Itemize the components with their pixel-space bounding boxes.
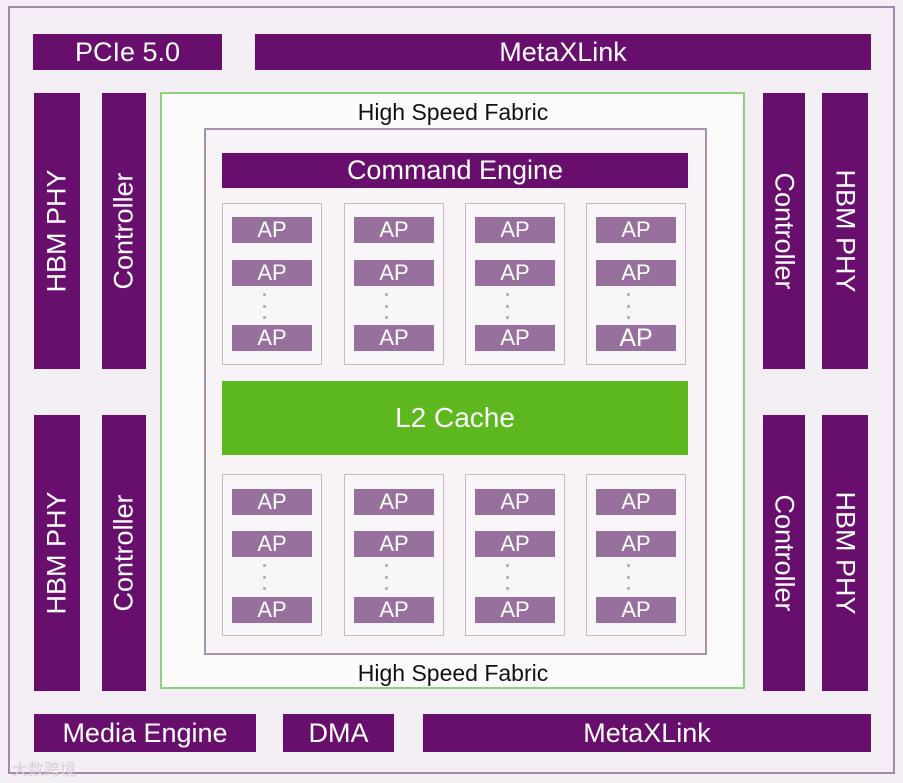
ap-unit: AP: [232, 597, 312, 623]
ap-unit: AP: [232, 217, 312, 243]
controller-right-bottom: Controller: [763, 415, 805, 691]
ellipsis-icon: [505, 564, 509, 590]
ap-unit: AP: [596, 324, 676, 352]
controller-left-top: Controller: [102, 93, 146, 369]
metaxlink-bottom-label: MetaXLink: [583, 717, 711, 748]
hbm-phy-left-bottom-label: HBM PHY: [41, 491, 72, 615]
ellipsis-icon: [505, 293, 509, 319]
pcie-label: PCIe 5.0: [74, 36, 181, 67]
fabric-bottom-label: High Speed Fabric: [357, 660, 549, 686]
hbm-phy-left-top: HBM PHY: [34, 93, 80, 369]
ellipsis-icon: [262, 293, 266, 319]
ellipsis-icon: [384, 564, 388, 590]
controller-left-top-label: Controller: [108, 172, 139, 290]
l2-cache-label: L2 Cache: [395, 402, 515, 433]
ap-unit: AP: [475, 217, 555, 243]
ap-unit: AP: [354, 489, 434, 515]
media-engine-label: Media Engine: [62, 717, 228, 748]
dma-label: DMA: [308, 717, 369, 748]
pcie-block: PCIe 5.0: [33, 34, 222, 70]
metaxlink-top-label: MetaXLink: [499, 36, 627, 67]
controller-left-bottom-label: Controller: [108, 494, 139, 612]
ap-unit: AP: [354, 597, 434, 623]
ap-unit: AP: [232, 531, 312, 557]
ap-unit: AP: [354, 217, 434, 243]
ap-unit: AP: [475, 260, 555, 286]
command-engine: Command Engine: [222, 153, 688, 188]
fabric-top-label: High Speed Fabric: [357, 99, 549, 125]
media-engine-block: Media Engine: [34, 714, 256, 752]
ap-unit: AP: [596, 597, 676, 623]
ap-unit: AP: [232, 260, 312, 286]
ap-unit: AP: [354, 325, 434, 351]
hbm-phy-right-bottom: HBM PHY: [822, 415, 868, 691]
ellipsis-icon: [626, 564, 630, 590]
ap-unit: AP: [475, 489, 555, 515]
controller-right-bottom-label: Controller: [769, 494, 800, 612]
ellipsis-icon: [262, 564, 266, 590]
controller-right-top: Controller: [763, 93, 805, 369]
command-engine-label: Command Engine: [346, 155, 564, 185]
ellipsis-icon: [626, 293, 630, 319]
ap-unit: AP: [475, 597, 555, 623]
ap-unit: AP: [596, 489, 676, 515]
ap-unit: AP: [354, 531, 434, 557]
watermark: 大数跨境: [12, 760, 77, 779]
metaxlink-top-block: MetaXLink: [255, 34, 871, 70]
hbm-phy-right-top: HBM PHY: [822, 93, 868, 369]
hbm-phy-right-top-label: HBM PHY: [830, 169, 861, 293]
ap-unit: AP: [475, 325, 555, 351]
ap-unit: AP: [596, 217, 676, 243]
dma-block: DMA: [283, 714, 394, 752]
hbm-phy-left-top-label: HBM PHY: [41, 169, 72, 293]
ap-unit: AP: [232, 325, 312, 351]
ap-unit: AP: [596, 260, 676, 286]
ap-unit: AP: [596, 531, 676, 557]
ap-unit: AP: [232, 489, 312, 515]
controller-right-top-label: Controller: [769, 172, 800, 290]
controller-left-bottom: Controller: [102, 415, 146, 691]
ellipsis-icon: [384, 293, 388, 319]
hbm-phy-left-bottom: HBM PHY: [34, 415, 80, 691]
hbm-phy-right-bottom-label: HBM PHY: [830, 491, 861, 615]
l2-cache: L2 Cache: [222, 381, 688, 455]
metaxlink-bottom-block: MetaXLink: [423, 714, 871, 752]
ap-unit: AP: [475, 531, 555, 557]
ap-unit: AP: [354, 260, 434, 286]
